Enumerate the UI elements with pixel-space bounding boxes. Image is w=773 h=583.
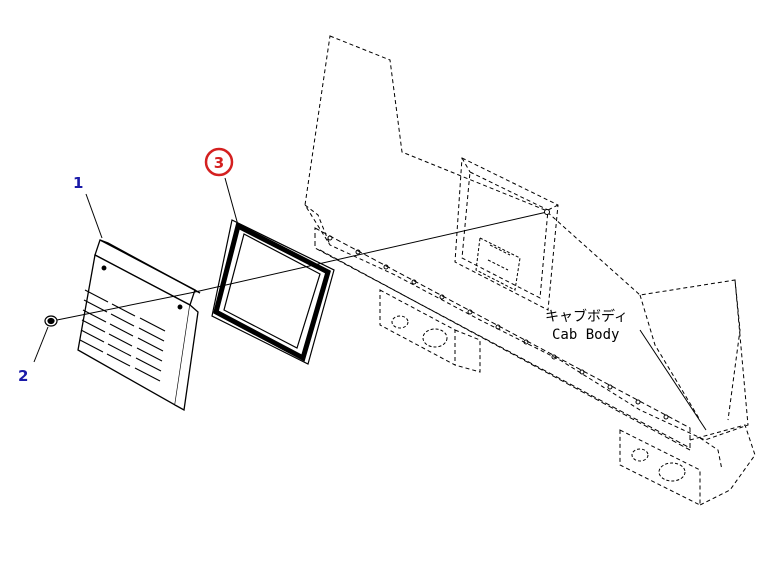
cab-body-label-jp: キャブボディ: [545, 308, 628, 325]
grille-cover: [77, 239, 201, 412]
seal-frame: [211, 219, 335, 365]
chassis-rail: [314, 227, 756, 506]
callout-leaders: [33, 177, 239, 363]
assembly-lines: [56, 209, 550, 321]
callout-3-highlight[interactable]: 3: [204, 147, 234, 177]
bolt: [44, 315, 58, 327]
callout-3[interactable]: 3: [214, 154, 224, 172]
grille-louvers: [79, 289, 166, 382]
cab-body-leader: [639, 329, 707, 431]
cab-body-label-en: Cab Body: [552, 327, 619, 343]
cab-body: [304, 35, 749, 441]
callout-2[interactable]: 2: [18, 367, 28, 385]
callout-1[interactable]: 1: [73, 174, 83, 192]
